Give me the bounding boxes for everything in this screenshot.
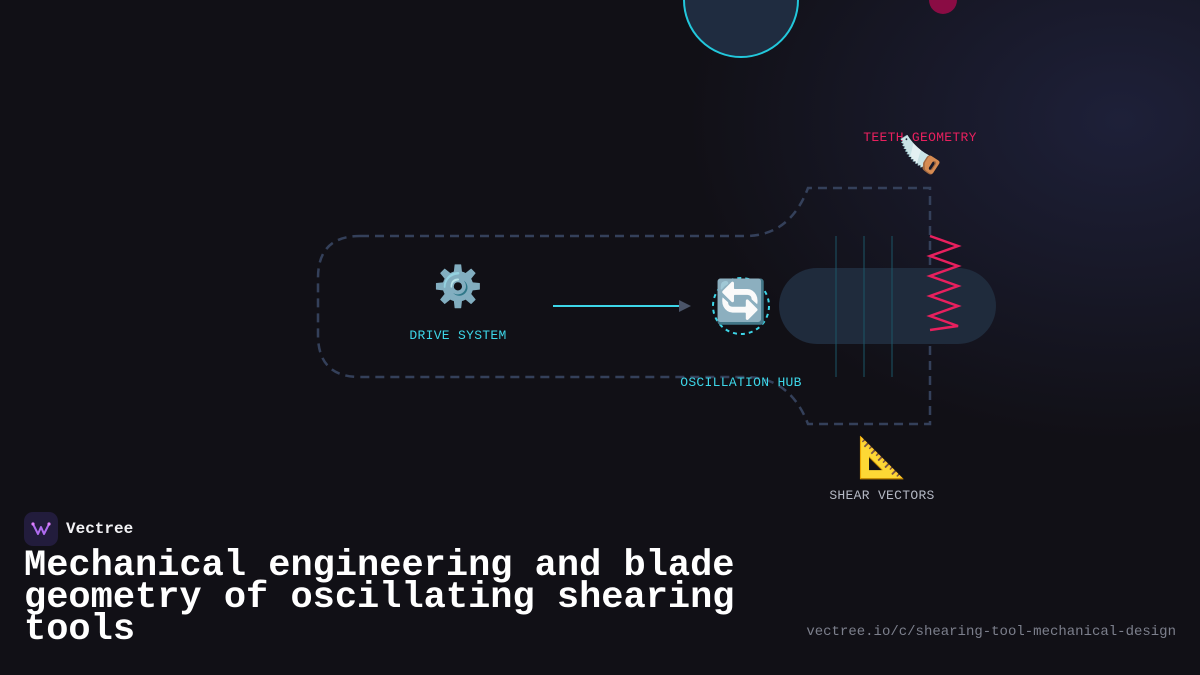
blade-bar: [779, 268, 996, 344]
vectree-logo-icon: [24, 512, 58, 546]
drive-system-label: DRIVE SYSTEM: [409, 328, 507, 343]
page-url[interactable]: vectree.io/c/shearing-tool-mechanical-de…: [806, 624, 1176, 640]
oscillation-hub-label: OSCILLATION HUB: [680, 375, 802, 390]
blade-teeth: [926, 234, 962, 332]
triangle-ruler-icon: 📐: [857, 435, 907, 481]
tool-body-outline: [316, 186, 932, 426]
top-circle-outline: [683, 0, 799, 58]
top-dot: [929, 0, 957, 14]
gear-icon: ⚙️: [433, 264, 483, 310]
page-title: Mechanical engineering and blade geometr…: [24, 545, 735, 651]
brand: Vectree: [24, 512, 133, 546]
teeth-geometry-label: TEETH GEOMETRY: [863, 130, 977, 145]
brand-name: Vectree: [66, 520, 134, 538]
saw-icon: 🪚: [897, 135, 943, 176]
rotate-arrows-icon: 🔄: [714, 277, 768, 326]
connector-arrowhead: [679, 300, 691, 312]
hub-ring: [712, 277, 770, 335]
shear-vectors-label: SHEAR VECTORS: [829, 488, 935, 503]
